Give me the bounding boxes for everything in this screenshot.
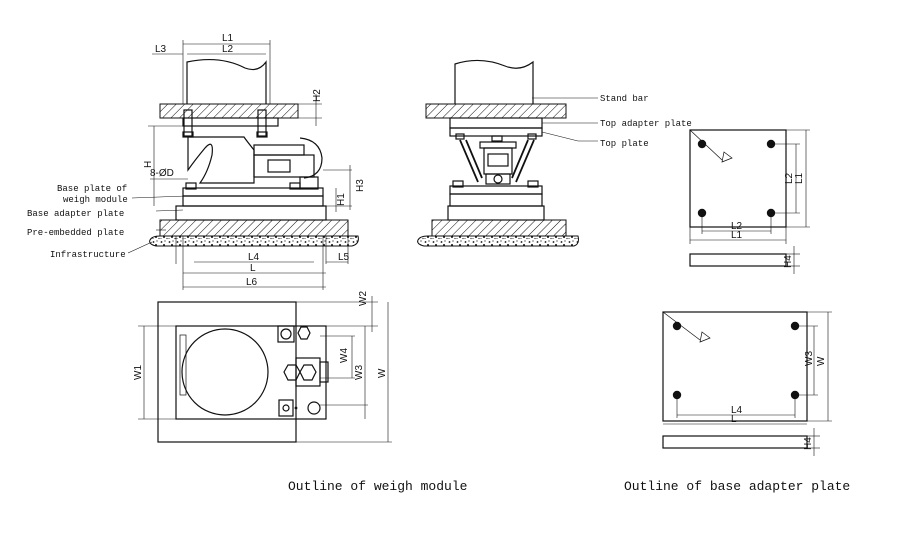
dim-L3: L3: [155, 44, 167, 55]
base-adapter-dimensions: W3 W L4 L: [663, 311, 832, 425]
base-dim-W3: W3: [804, 351, 815, 366]
dim-L2: L2: [222, 44, 234, 55]
dim-L: L: [250, 263, 256, 274]
dim-W4: W4: [339, 348, 350, 363]
dim-W: W: [377, 368, 388, 378]
base-dim-H4: H4: [803, 437, 814, 450]
dim-L1: L1: [222, 33, 234, 44]
base-dim-L4: L4: [731, 405, 743, 416]
plan-dimensions: W1 W2 W4 W3 W: [133, 291, 392, 443]
top-adapter-view: L2 L1 L2 L1 H4: [689, 129, 810, 274]
plan-view: W1 W2 W4 W3 W: [133, 291, 392, 443]
callout-infrastructure: Infrastructure: [50, 250, 126, 260]
dim-L4: L4: [248, 252, 260, 263]
dim-W3: W3: [354, 365, 365, 380]
callout-base-plate-1: Base plate of: [57, 184, 127, 194]
top-dim-V1: L1: [794, 172, 805, 184]
callout-stand-bar: Stand bar: [600, 94, 649, 104]
front-dimensions: L1 L2 L3 H2 H 8-ØD H3 H1: [143, 33, 366, 290]
top-adapter-dimensions: L2 L1 L2 L1: [689, 129, 810, 244]
top-dim-H4: H4: [783, 255, 794, 268]
dim-H1: H1: [336, 193, 347, 206]
base-dim-W: W: [816, 356, 827, 366]
dim-8D: 8-ØD: [150, 168, 174, 179]
callout-pre-embedded: Pre-embedded plate: [27, 228, 124, 238]
callout-top-adapter: Top adapter plate: [600, 119, 692, 129]
dim-L5: L5: [338, 252, 350, 263]
callout-top-plate: Top plate: [600, 139, 649, 149]
dim-H: H: [143, 161, 154, 168]
base-dim-L: L: [731, 414, 737, 425]
dim-H2: H2: [312, 89, 323, 102]
dim-L6: L6: [246, 277, 258, 288]
base-adapter-view: W3 W L4 L H4: [662, 311, 832, 456]
callout-base-plate-2: weigh module: [63, 195, 128, 205]
front-callouts: Base plate of weigh module Base adapter …: [27, 184, 187, 260]
side-view: Stand bar Top adapter plate Top plate: [417, 59, 692, 247]
callout-base-adapter: Base adapter plate: [27, 209, 124, 219]
dim-H3: H3: [355, 179, 366, 192]
top-dim-L2: L2: [731, 221, 743, 232]
dim-W2: W2: [358, 291, 369, 306]
dim-W1: W1: [133, 365, 144, 380]
caption-weigh-module: Outline of weigh module: [288, 479, 467, 494]
top-dim-V2: L2: [784, 172, 795, 184]
front-view: L1 L2 L3 H2 H 8-ØD H3 H1: [27, 33, 366, 290]
top-dim-L1: L1: [731, 230, 743, 241]
caption-base-adapter-plate: Outline of base adapter plate: [624, 479, 850, 494]
